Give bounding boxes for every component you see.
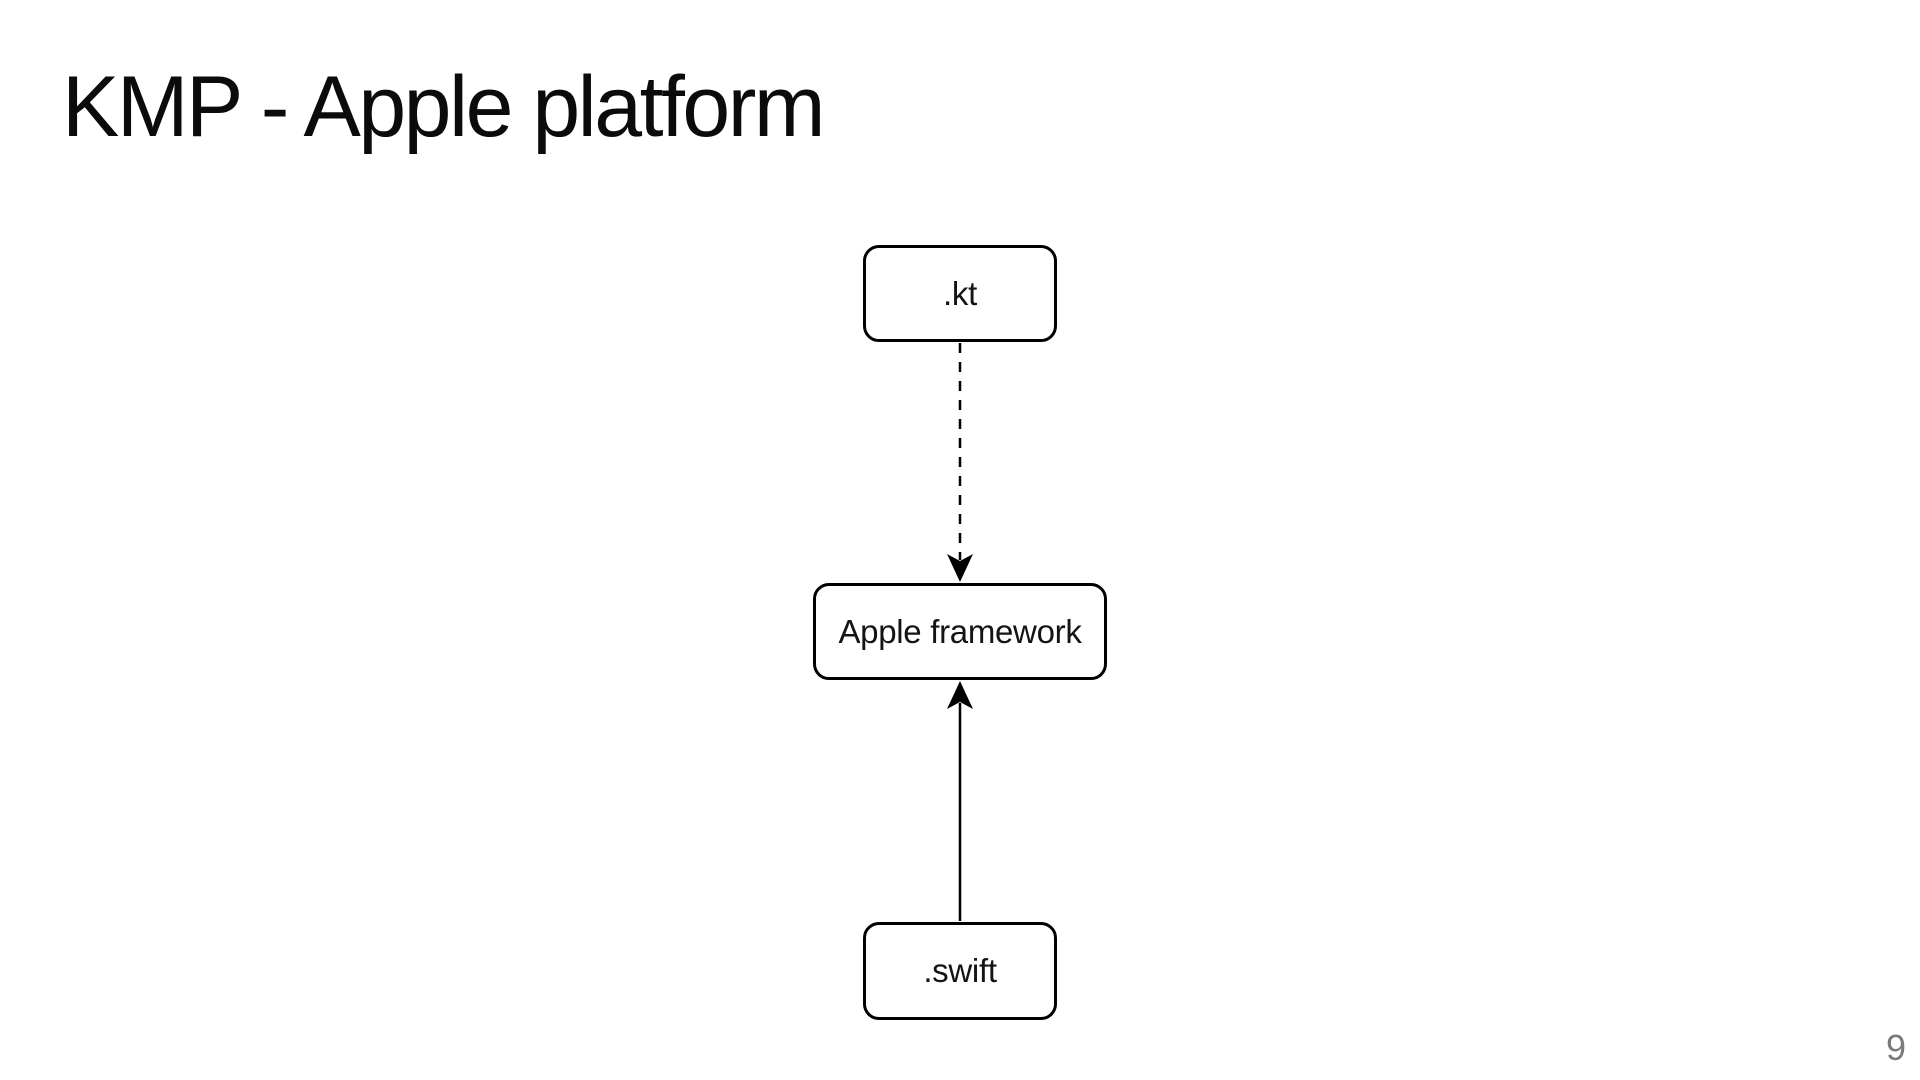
edge-kt-to-apple-framework [947, 343, 973, 582]
arrowhead-up-icon [947, 681, 973, 709]
node-apple-framework: Apple framework [813, 583, 1107, 680]
arrowhead-down-icon [947, 554, 973, 582]
page-number: 9 [1885, 1027, 1906, 1068]
node-swift: .swift [863, 922, 1057, 1020]
page-title: KMP - Apple platform [62, 59, 826, 155]
node-apple-framework-label: Apple framework [838, 612, 1082, 650]
node-swift-label: .swift [923, 952, 997, 989]
node-kt-label: .kt [943, 274, 977, 312]
edge-swift-to-apple-framework [947, 681, 973, 921]
node-kt: .kt [863, 245, 1057, 342]
